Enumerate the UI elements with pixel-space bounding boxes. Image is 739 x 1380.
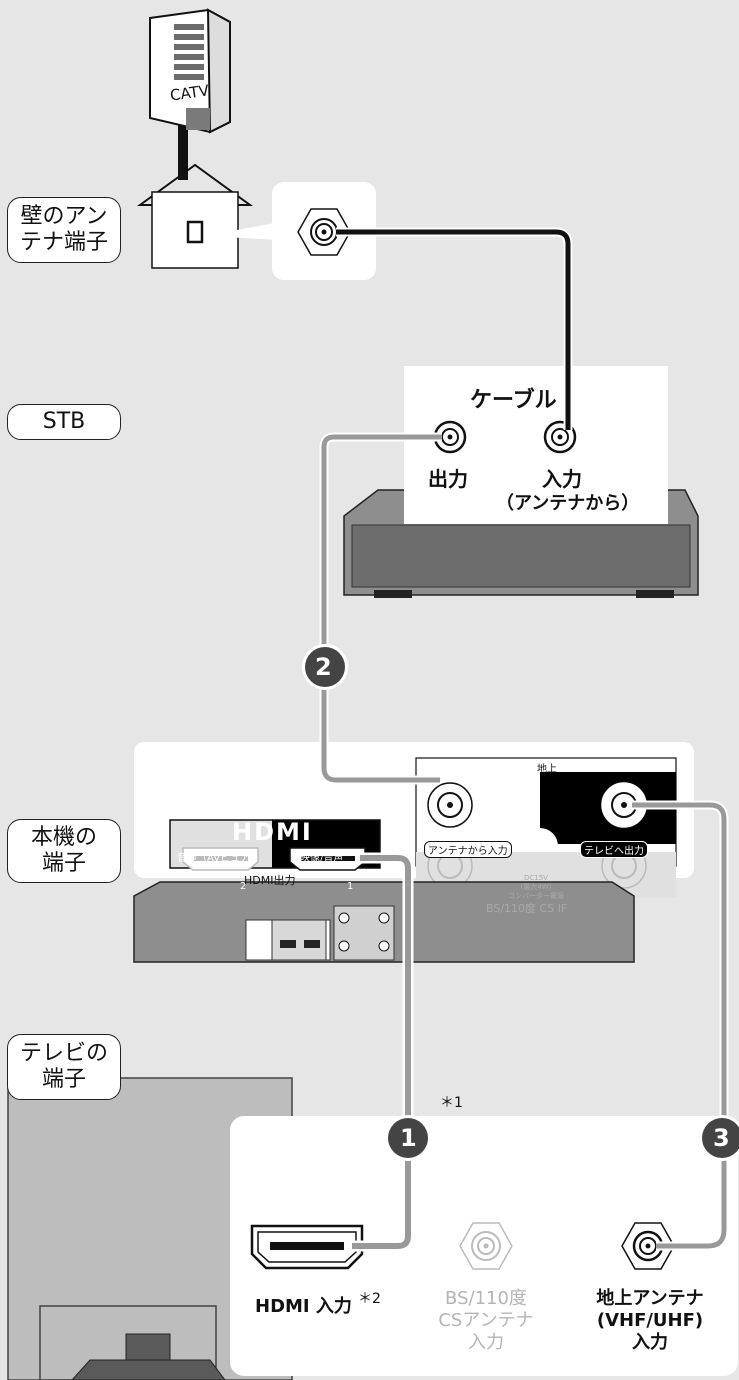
cable-2-stb-to-unit — [319, 432, 442, 785]
hdmi-logo: HDMI — [232, 818, 313, 846]
hdmi-out-label: HDMI出力 — [244, 874, 296, 887]
tv-label-line2: 端子 — [41, 1067, 86, 1092]
marker-3 — [699, 1115, 739, 1161]
dc-line2: (最大4W) — [520, 883, 552, 891]
catv-box — [149, 8, 231, 180]
tv-bs-label: BS/110度 CSアンテナ 入力 — [434, 1288, 538, 1354]
tv-terrestrial-jack — [621, 1222, 675, 1270]
marker-2 — [302, 644, 348, 690]
tv-bs-line2: CSアンテナ — [438, 1310, 534, 1331]
cable-1-hdmi — [352, 852, 414, 1252]
tv-terr-line3: 入力 — [632, 1332, 668, 1353]
hdmi-port-1 — [289, 847, 366, 871]
hdmi-port2-number: 2 — [240, 881, 247, 892]
stb-label-text: STB — [42, 409, 86, 434]
unit-antenna-in-jack — [427, 782, 473, 828]
stb-cable-title: ケーブル — [470, 388, 557, 413]
tv-hdmi-in-label: HDMI 入力 — [255, 1296, 352, 1317]
note-1: ＊1 — [440, 1095, 463, 1111]
tv-out-label: テレビへ出力 — [580, 841, 648, 858]
marker-1-number: 1 — [400, 1124, 417, 1152]
hdmi-port-2 — [182, 847, 259, 871]
dc-line1: DC15V — [524, 874, 548, 882]
tv-label: テレビの 端子 — [7, 1034, 121, 1100]
stb-out-label: 出力 — [428, 467, 468, 491]
tv-terr-line2: (VHF/UHF) — [596, 1310, 704, 1331]
stb-in-sub-label: （アンテナから） — [496, 493, 640, 514]
stb-out-jack — [433, 420, 467, 454]
cable-3-unit-to-tv — [632, 800, 729, 1251]
tv-label-line1: テレビの — [19, 1041, 108, 1066]
tv-terrestrial-label: 地上アンテナ (VHF/UHF) 入力 — [590, 1288, 710, 1354]
hdmi-audio-label: 音声（AVピュア） — [177, 853, 260, 864]
hdmi-port1-number: 1 — [347, 881, 354, 892]
dc-power-label: DC15V (最大4W) コンバーター電源 — [508, 874, 564, 901]
marker-1 — [385, 1115, 431, 1161]
unit-label: 本機の 端子 — [7, 819, 121, 883]
tv-icon — [7, 1077, 293, 1380]
stb-label: STB — [7, 404, 121, 440]
unit-tv-out-jack — [601, 782, 647, 828]
cable-wall-to-stb — [336, 227, 573, 430]
wall-label-line1: 壁のアン — [20, 204, 108, 229]
terrestrial-label: 地上 — [537, 764, 557, 775]
dc-line3: コンバーター電源 — [508, 892, 564, 900]
tv-terr-line1: 地上アンテナ — [596, 1288, 704, 1309]
note-2: ＊2 — [358, 1291, 381, 1307]
tv-hdmi-jack — [250, 1224, 364, 1270]
marker-2-number: 2 — [315, 653, 332, 681]
wall-terminal-label: 壁のアン テナ端子 — [7, 197, 121, 263]
hdmi-video-label: 映像/音声 — [300, 853, 344, 864]
unit-label-line2: 端子 — [41, 851, 86, 876]
wall-label-line2: テナ端子 — [19, 230, 108, 255]
house-icon — [136, 163, 280, 269]
tv-bs-line1: BS/110度 — [445, 1288, 527, 1309]
unit-device — [133, 881, 635, 963]
tv-bs-jack — [459, 1222, 513, 1270]
unit-label-line1: 本機の — [30, 825, 97, 850]
marker-3-number: 3 — [713, 1124, 730, 1152]
antenna-in-label: アンテナから入力 — [424, 841, 512, 858]
tv-bs-line3: 入力 — [468, 1332, 504, 1353]
stb-in-label: 入力 — [542, 467, 582, 491]
bs-if-label: BS/110度 CS IF — [486, 902, 568, 915]
